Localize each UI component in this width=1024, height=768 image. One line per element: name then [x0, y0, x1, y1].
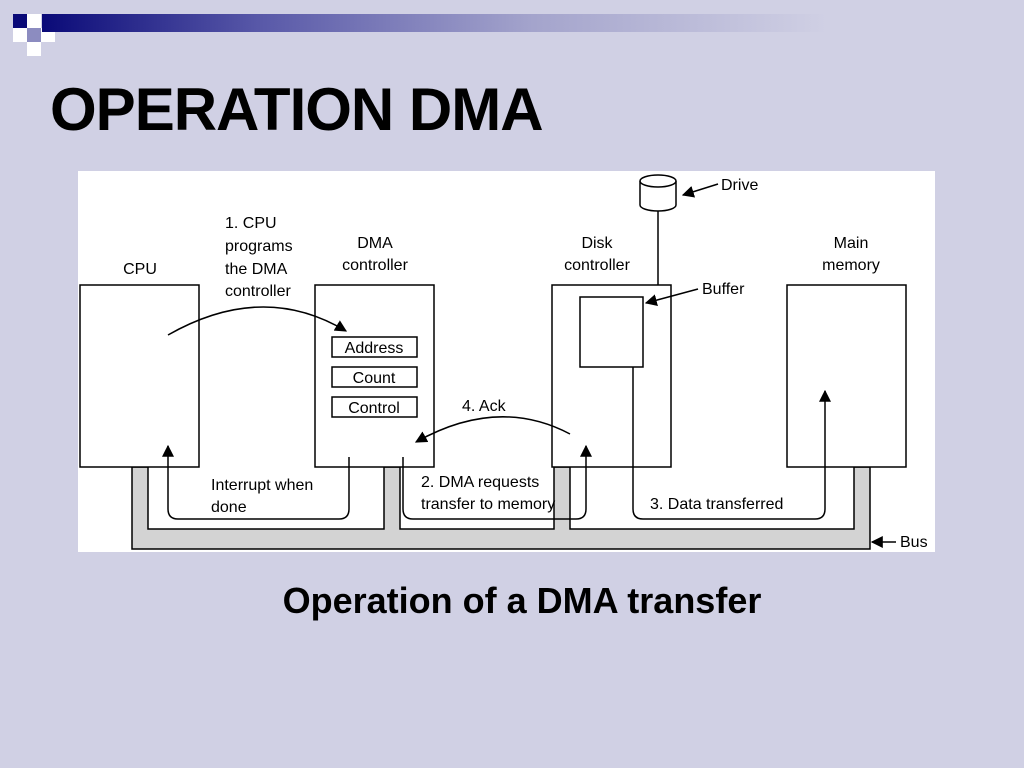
disk-controller-label-2: controller	[564, 257, 630, 274]
buffer-label: Buffer	[702, 281, 745, 298]
buffer-box	[579, 296, 644, 368]
corner-square-dark	[13, 14, 27, 28]
step2-label-1: 2. DMA requests	[421, 474, 539, 491]
step2-label-2: transfer to memory	[421, 496, 555, 513]
corner-square-white	[13, 28, 27, 42]
corner-square-white	[27, 14, 41, 28]
dma-diagram: CPU DMA controller Disk controller Main …	[78, 171, 935, 552]
control-register-label: Control	[348, 400, 400, 417]
corner-square-white	[27, 42, 41, 56]
count-register	[331, 366, 418, 388]
main-memory-box	[786, 284, 907, 468]
title-accent-bar	[42, 14, 1024, 32]
step1-label-1: 1. CPU	[225, 215, 277, 232]
interrupt-label-1: Interrupt when	[211, 477, 313, 494]
control-register	[331, 396, 418, 418]
step4-arrow	[414, 416, 571, 443]
step3-label: 3. Data transferred	[650, 496, 783, 513]
interrupt-arrow	[162, 444, 350, 520]
corner-decoration	[13, 14, 55, 56]
step1-label-4: controller	[225, 283, 291, 300]
slide-caption: Operation of a DMA transfer	[282, 580, 762, 621]
drive-icon	[639, 174, 677, 212]
step2-arrow	[402, 444, 592, 520]
drive-pointer-arrow	[681, 183, 719, 198]
main-memory-label-1: Main	[834, 235, 869, 252]
step3-arrow	[632, 367, 831, 520]
cpu-box	[79, 284, 200, 468]
cpu-label: CPU	[123, 261, 157, 278]
dma-controller-label-2: controller	[342, 257, 408, 274]
slide-title: OPERATION DMA	[50, 76, 544, 143]
dma-diagram-svg: CPU DMA controller Disk controller Main …	[79, 174, 928, 551]
main-memory-label-2: memory	[822, 257, 880, 274]
address-register	[331, 336, 418, 358]
interrupt-label-2: done	[211, 499, 247, 516]
count-register-label: Count	[353, 370, 396, 387]
disk-controller-label-1: Disk	[581, 235, 613, 252]
buffer-pointer-arrow	[644, 288, 699, 306]
step1-label-2: programs	[225, 238, 293, 255]
bus-label: Bus	[900, 534, 928, 551]
address-register-label: Address	[345, 340, 404, 357]
dma-controller-label-1: DMA	[357, 235, 393, 252]
step4-label: 4. Ack	[462, 398, 507, 415]
step1-label-3: the DMA	[225, 261, 288, 278]
drive-label: Drive	[721, 177, 758, 194]
step1-arrow	[167, 306, 348, 336]
corner-square-mid	[27, 28, 41, 42]
